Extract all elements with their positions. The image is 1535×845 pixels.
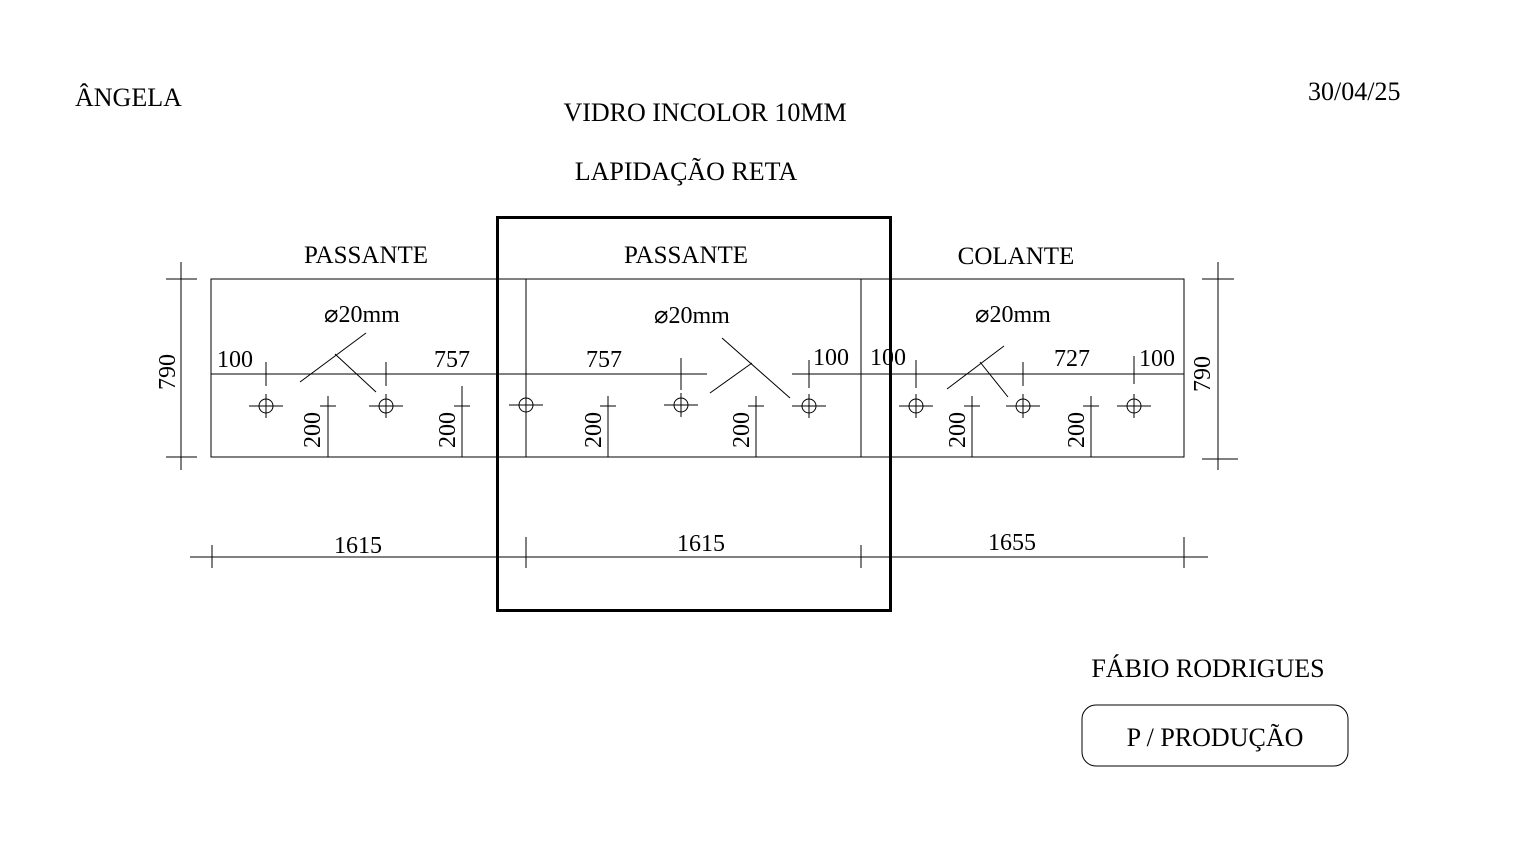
production-stamp-box bbox=[1081, 704, 1349, 767]
glass-spec: VIDRO INCOLOR 10MM bbox=[563, 98, 846, 127]
hole-1-2 bbox=[369, 394, 403, 418]
hole-label-2: ⌀20mm bbox=[654, 303, 791, 399]
designer-name: FÁBIO RODRIGUES bbox=[1091, 654, 1324, 683]
height-dimension-left bbox=[166, 262, 197, 470]
hole-2-2 bbox=[664, 393, 698, 417]
vertical-offset-lines bbox=[320, 386, 1099, 457]
panel-2-vertical-offset-b: 200 bbox=[729, 412, 755, 448]
hole-label-3: ⌀20mm bbox=[946, 302, 1051, 398]
hole-row-ticks bbox=[265, 356, 1135, 390]
hole-3-3 bbox=[1117, 394, 1151, 418]
panel-2-vertical-offset-a: 200 bbox=[581, 412, 607, 448]
panel-3-vertical-offset-a: 200 bbox=[945, 412, 971, 448]
finish-spec: LAPIDAÇÃO RETA bbox=[575, 157, 798, 186]
holes bbox=[249, 393, 1151, 418]
client-name: ÂNGELA bbox=[75, 83, 182, 112]
glass-strip-outline bbox=[210, 278, 1185, 458]
panel-1-type: PASSANTE bbox=[304, 242, 428, 269]
panel-3-hole-spacing: 727 bbox=[1054, 346, 1090, 372]
hole-1-1 bbox=[249, 394, 283, 418]
hole-3-1 bbox=[899, 394, 933, 418]
hole-2-3 bbox=[792, 394, 826, 418]
width-dimension-line bbox=[190, 537, 1208, 568]
panel-3-width: 1655 bbox=[988, 530, 1036, 556]
panel-3-vertical-offset-b: 200 bbox=[1064, 412, 1090, 448]
panel-2-hole-spacing: 757 bbox=[586, 347, 622, 373]
panel-1-vertical-offset-b: 200 bbox=[435, 412, 461, 448]
height-left-value: 790 bbox=[155, 354, 181, 390]
hole-2-1 bbox=[509, 397, 543, 413]
panel-1-vertical-offset-a: 200 bbox=[300, 412, 326, 448]
panel-1-hole-spacing: 757 bbox=[434, 347, 470, 373]
panel-3-type: COLANTE bbox=[958, 243, 1075, 270]
panel-2-type: PASSANTE bbox=[624, 242, 748, 269]
panel-1-left-edge: 100 bbox=[217, 347, 253, 373]
panel-1-width: 1615 bbox=[334, 533, 382, 559]
hole-label-1: ⌀20mm bbox=[299, 302, 400, 393]
drawing-date: 30/04/25 bbox=[1308, 77, 1400, 106]
hole-3-2 bbox=[1006, 394, 1040, 418]
highlight-box bbox=[496, 216, 892, 612]
svg-text:⌀20mm: ⌀20mm bbox=[324, 302, 400, 328]
panel-2-right-edge: 100 bbox=[813, 345, 849, 371]
panel-3-right-edge: 100 bbox=[1139, 346, 1175, 372]
height-dimension-right bbox=[1202, 262, 1238, 470]
production-stamp: P / PRODUÇÃO bbox=[1127, 723, 1304, 752]
svg-text:⌀20mm: ⌀20mm bbox=[654, 303, 730, 329]
panel-2-width: 1615 bbox=[677, 531, 725, 557]
svg-text:⌀20mm: ⌀20mm bbox=[975, 302, 1051, 328]
panel-3-left-edge: 100 bbox=[870, 345, 906, 371]
height-right-value: 790 bbox=[1190, 356, 1216, 392]
